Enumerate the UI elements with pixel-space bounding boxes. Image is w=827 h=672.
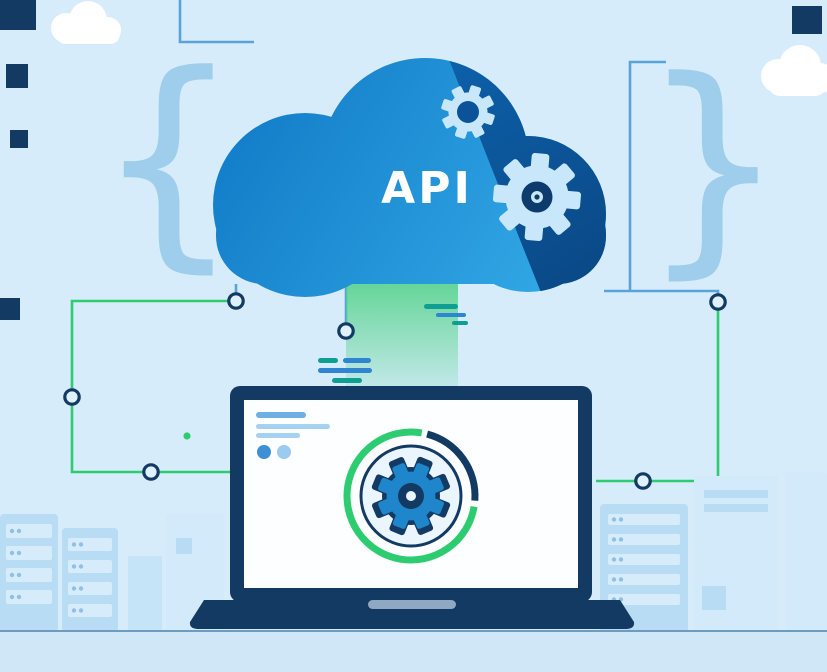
api-cloud-icon: API <box>213 58 606 297</box>
circuit-node-icon <box>709 293 727 311</box>
display-dots <box>257 445 291 459</box>
gear-icon-large <box>489 149 585 245</box>
green-dot <box>183 432 191 440</box>
server-rack-icon <box>0 514 58 632</box>
cloud-fold <box>434 58 606 297</box>
building-window <box>0 298 20 320</box>
api-label: API <box>381 163 473 214</box>
laptop-icon <box>189 386 635 629</box>
background-cloud-icon <box>761 45 827 96</box>
building-window <box>6 64 28 88</box>
code-snippet-icon <box>424 304 468 325</box>
circuit-node-icon <box>337 322 355 340</box>
circuit-nodes <box>63 292 727 490</box>
circuit-node-icon <box>227 292 245 310</box>
blue-connector-line <box>178 0 254 44</box>
circuit-node-icon <box>63 388 81 406</box>
data-beam <box>346 266 458 392</box>
building-window-blocks <box>0 0 822 320</box>
display-text-lines <box>256 412 330 438</box>
server-tower-icon <box>694 476 778 632</box>
ground-strip <box>0 632 827 672</box>
building-window <box>792 6 822 34</box>
curly-brace-right-icon: } <box>640 32 786 299</box>
laptop-base <box>189 600 635 629</box>
curly-brace-left-icon: { <box>95 26 241 293</box>
server-tower-icon <box>128 556 162 632</box>
laptop-hinge-notch <box>368 600 456 609</box>
circuit-node-icon <box>634 472 652 490</box>
circuit-node-icon <box>142 463 160 481</box>
server-rack-icon <box>62 528 118 632</box>
blue-connector-line <box>628 60 666 291</box>
building-window <box>10 130 28 148</box>
server-tower-icon <box>786 472 827 632</box>
building-window <box>0 0 36 30</box>
gear-icon-small <box>434 78 502 146</box>
server-rack-icon <box>600 504 688 632</box>
background-cloud-icon <box>51 1 121 44</box>
code-snippet-icon <box>318 358 372 383</box>
gear-icon-screen <box>359 444 463 548</box>
